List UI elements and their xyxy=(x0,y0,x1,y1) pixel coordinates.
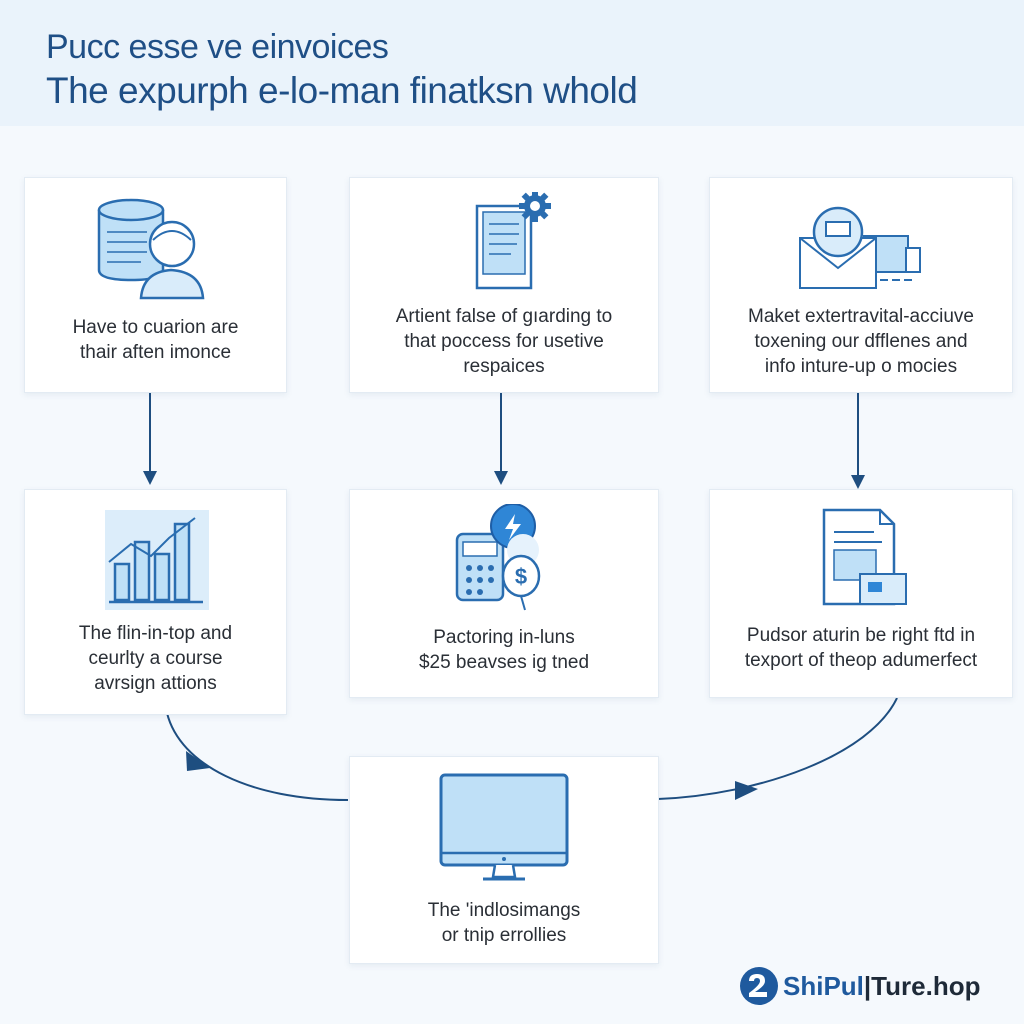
brand-name: ShiPul|Ture.hop xyxy=(783,971,980,1002)
text-line: thair aften imonce xyxy=(79,342,232,363)
text-line: Pactoring in-luns xyxy=(433,627,575,648)
text-line: respaices xyxy=(463,356,545,377)
text-line: Have to cuarion are xyxy=(72,317,239,338)
step-card-5-text: Pactoring in-luns $25 beavses ig tned xyxy=(358,625,650,675)
step-card-3-text: Maket extertravital-acciuve toxening our… xyxy=(718,304,1004,379)
mail-device-icon xyxy=(799,206,921,289)
text-line: Maket extertravital-acciuve xyxy=(748,306,974,327)
brand-logo-icon xyxy=(740,967,778,1005)
arrow-card4-to-card7 xyxy=(166,712,349,801)
step-card-1: Have to cuarion are thair aften imonce xyxy=(24,177,287,393)
brand-logo: ShiPul|Ture.hop xyxy=(739,965,980,1007)
text-line: avrsign attions xyxy=(94,673,217,694)
step-card-2-text: Artient false of gıarding to that pocces… xyxy=(358,304,650,379)
text-line: Pudsor aturin be right ftd in xyxy=(746,625,976,646)
text-line: Artient false of gıarding to xyxy=(395,306,613,327)
step-card-3: Maket extertravital-acciuve toxening our… xyxy=(709,177,1013,393)
brand-name-accent: ShiPul xyxy=(783,970,864,1001)
text-line: that poccess for usetive xyxy=(404,331,604,352)
text-line: or tnip errollies xyxy=(441,925,567,946)
brand-name-rest: |Ture.hop xyxy=(863,970,981,1001)
bar-chart-icon xyxy=(104,510,209,610)
step-card-4: The flin-in-top and ceurlty a course avr… xyxy=(24,489,287,715)
text-line: The 'indlosimangs xyxy=(427,900,581,921)
arrowhead-right-curve xyxy=(735,781,758,800)
text-line: info inture-up o mocies xyxy=(764,356,958,377)
text-line: ceurlty a course xyxy=(88,648,223,669)
text-line: $25 beavses ig tned xyxy=(418,652,590,673)
step-card-7: The 'indlosimangs or tnip errollies xyxy=(349,756,659,964)
invoice-document-icon xyxy=(822,508,907,606)
svg-text:$: $ xyxy=(515,564,527,589)
page-title-line-1: Pucc esse ve einvoices xyxy=(46,28,389,66)
arrow-card6-to-card7 xyxy=(657,697,898,800)
text-line: texport of theop adumerfect xyxy=(744,650,978,671)
step-card-1-text: Have to cuarion are thair aften imonce xyxy=(33,315,278,365)
step-card-5: $ Pactoring in-luns $25 beavses ig tned xyxy=(349,489,659,698)
step-card-6-text: Pudsor aturin be right ftd in texport of… xyxy=(718,623,1004,673)
text-line: The flin-in-top and xyxy=(78,623,233,644)
arrowhead-left-curve xyxy=(186,751,210,771)
database-user-icon xyxy=(97,198,204,300)
header-banner: Pucc esse ve einvoices The expurph e-lo-… xyxy=(0,0,1024,126)
step-card-6: Pudsor aturin be right ftd in texport of… xyxy=(709,489,1013,698)
step-card-7-text: The 'indlosimangs or tnip errollies xyxy=(358,898,650,948)
text-line: toxening our dfflenes and xyxy=(754,331,968,352)
payment-terminal-icon: $ xyxy=(455,504,541,611)
step-card-2: Artient false of gıarding to that pocces… xyxy=(349,177,659,393)
document-gear-icon xyxy=(475,192,551,290)
page-title-line-2: The expurph e-lo-man finatksn whold xyxy=(46,70,638,111)
step-card-4-text: The flin-in-top and ceurlty a course avr… xyxy=(33,621,278,696)
monitor-icon xyxy=(439,773,569,881)
